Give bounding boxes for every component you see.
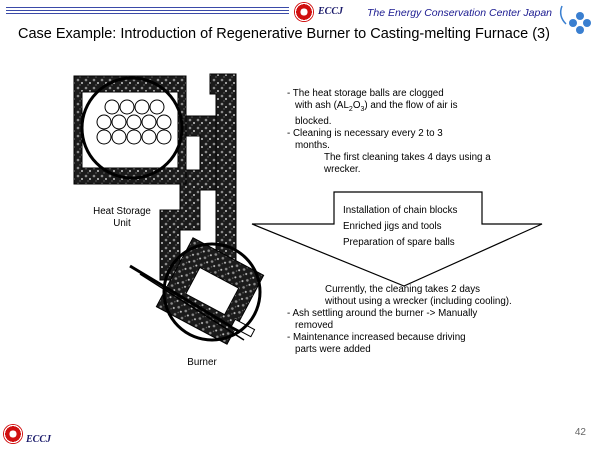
note1-text-post: ) and the flow of air is — [364, 100, 458, 111]
result-line-2: without using a wrecker (including cooli… — [325, 296, 512, 307]
result-bullet2-b: parts were added — [295, 344, 371, 355]
note1-line-a: - The heat storage balls are clogged — [287, 88, 444, 99]
heat-storage-label: Heat Storage Unit — [92, 206, 152, 230]
eccj-logo-icon — [294, 2, 314, 22]
page-number: 42 — [574, 427, 586, 438]
down-arrow — [251, 191, 543, 287]
note3-line-b: wrecker. — [324, 163, 361, 175]
result-bullet1-a: - Ash settling around the burner -> Manu… — [287, 308, 478, 319]
note1-subscript-2: 3 — [360, 105, 365, 113]
heat-storage-label-line1: Heat Storage — [93, 206, 151, 217]
burner-label: Burner — [187, 357, 217, 368]
footer-eccj-logo-icon — [3, 424, 23, 444]
note3-line-a: The first cleaning takes 4 days using a — [324, 151, 491, 163]
note1-line-c: blocked. — [295, 115, 332, 127]
note1-text-mid: O — [352, 100, 361, 111]
result-line-1: Currently, the cleaning takes 2 days — [325, 284, 481, 295]
note1-line-b: with ash (AL2O3) and the flow of air is — [287, 100, 527, 116]
footer-logo-text: ECCJ — [26, 434, 52, 445]
org-name: The Energy Conservation Center Japan — [367, 7, 553, 19]
result-bullet2-a: - Maintenance increased because driving — [287, 332, 466, 343]
arrow-item-2: Enriched jigs and tools — [343, 221, 442, 232]
arrow-item-1: Installation of chain blocks — [343, 205, 458, 216]
problem-notes: - The heat storage balls are clogged wit… — [287, 88, 527, 176]
clover-icon — [559, 5, 591, 34]
note2-line-b: months. — [295, 139, 330, 151]
note1-subscript-1: 2 — [348, 105, 353, 113]
result-bullet1-b: removed — [295, 320, 334, 331]
arrow-items: Installation of chain blocks Enriched ji… — [343, 203, 457, 251]
furnace-diagram — [73, 73, 265, 345]
note2-line-a: - Cleaning is necessary every 2 to 3 — [287, 127, 443, 139]
note1-text-pre: with ash (AL — [295, 100, 349, 111]
arrow-item-3: Preparation of spare balls — [343, 237, 455, 248]
header-logo-text: ECCJ — [318, 6, 344, 17]
header-rule — [6, 7, 289, 14]
heat-storage-label-line2: Unit — [113, 218, 131, 229]
result-notes: Currently, the cleaning takes 2 days wit… — [287, 284, 557, 356]
page-title: Case Example: Introduction of Regenerati… — [18, 26, 550, 42]
